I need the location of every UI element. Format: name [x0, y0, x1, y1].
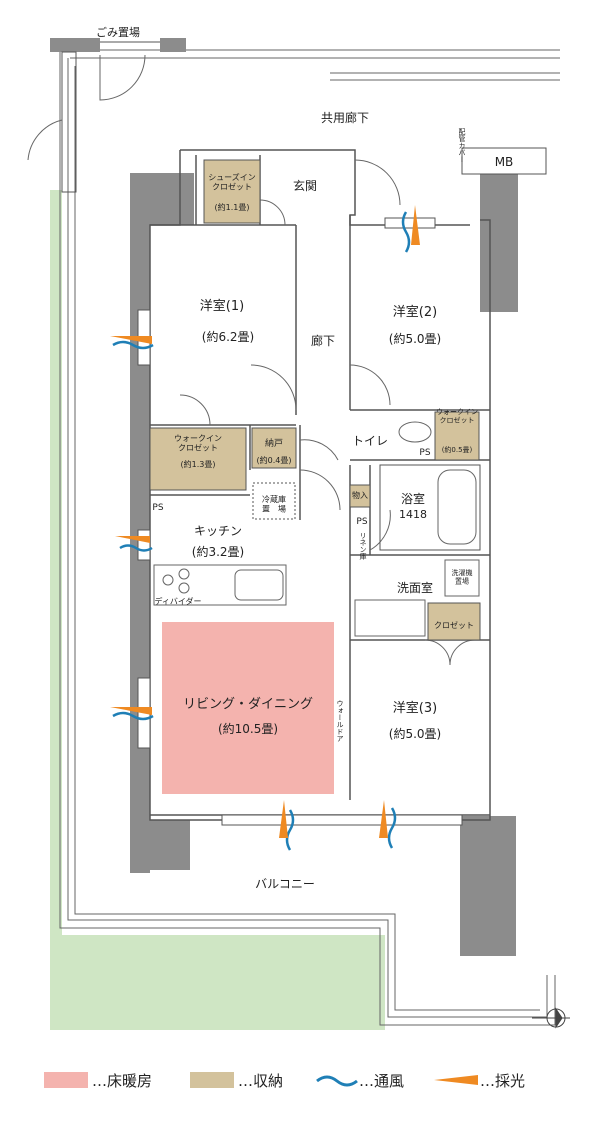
garbage-area [27, 38, 186, 193]
storage-label: 納戸 [265, 437, 283, 449]
garbage-label: ごみ置場 [96, 25, 140, 39]
walkin2-label: ウォークインクロゼット [436, 408, 478, 424]
kitchen-size: (約3.2畳) [192, 544, 244, 559]
legend-ventilation: …通風 [315, 1070, 404, 1090]
wave-icon [316, 1075, 358, 1087]
storage-size: (約0.4畳) [257, 455, 292, 465]
room2-label: 洋室(2) [393, 304, 437, 320]
fridge-space [252, 482, 296, 520]
toilet-label: トイレ [352, 434, 388, 448]
shoes-closet-label: シューズインクロゼット [208, 172, 256, 192]
mb-label: MB [495, 155, 514, 169]
divider-label: ディバイダー [154, 596, 201, 606]
wash-fixtures [354, 559, 480, 637]
floor-plan: MB [27, 25, 570, 1030]
legend-label: …通風 [359, 1071, 405, 1090]
living-label: リビング・ダイニング [183, 697, 313, 712]
pipe-cover-label: 配管カバー [458, 128, 466, 163]
floor-heating-swatch [44, 1072, 88, 1088]
kitchen-label: キッチン [194, 524, 242, 538]
washer-label: 洗濯機置場 [452, 568, 473, 585]
ps-label-3: PS [419, 448, 430, 458]
toilet-fixture [398, 421, 432, 443]
legend-daylight: …採光 [432, 1070, 525, 1090]
walkin2-size: (約0.5畳) [442, 445, 473, 454]
room-labels: ごみ置場 共用廊下 配管カバー シューズインクロゼット (約1.1畳) 玄関 洋… [96, 25, 478, 891]
walkin1-size: (約1.3畳) [181, 459, 216, 469]
corridor-label: 共用廊下 [321, 110, 369, 125]
legend-label: …採光 [480, 1071, 526, 1090]
shoes-closet-size: (約1.1畳) [215, 202, 250, 212]
bath-label: 浴室 [401, 491, 425, 506]
storage-swatch [190, 1072, 234, 1088]
daylight-arrow-icon [434, 1075, 478, 1085]
ps-label-1: PS [152, 503, 163, 513]
living-size: (約10.5畳) [218, 721, 278, 736]
balcony-rails [59, 49, 560, 1026]
balcony-label: バルコニー [255, 877, 315, 891]
garden-area [50, 190, 385, 1030]
kitchen-counter [153, 564, 287, 606]
cabinet-label: 物入 [352, 490, 368, 500]
entrance-label: 玄関 [293, 178, 317, 193]
linen-label: リネン庫 [359, 532, 367, 561]
ps-label-2: PS [356, 517, 367, 527]
wall-door-label: ウォールドア [336, 700, 344, 742]
room1-size: (約6.2畳) [202, 329, 254, 344]
closet-label: クロゼット [434, 620, 474, 630]
bathtub [379, 464, 481, 551]
storage-areas [149, 159, 481, 641]
washroom-label: 洗面室 [397, 580, 433, 595]
room2-size: (約5.0畳) [389, 331, 441, 346]
legend: …床暖房 …収納 …通風 …採光 [0, 1060, 603, 1100]
exterior-walls [130, 172, 518, 956]
legend-label: …収納 [238, 1071, 284, 1090]
room3-size: (約5.0畳) [389, 726, 441, 741]
door-swings [179, 159, 476, 666]
fridge-label: 冷蔵庫置 場 [262, 494, 286, 514]
mb-box [461, 147, 547, 175]
room1-label: 洋室(1) [200, 298, 244, 314]
floor-heating-area [162, 622, 334, 794]
daylight-icons [110, 205, 420, 838]
walkin1-label: ウォークインクロゼット [174, 434, 222, 453]
hallway-label: 廊下 [311, 333, 335, 348]
legend-floor-heating: …床暖房 [44, 1070, 152, 1090]
room3-label: 洋室(3) [393, 700, 437, 716]
ventilation-icons [112, 211, 411, 851]
compass-icon [532, 1007, 570, 1029]
legend-label: …床暖房 [92, 1071, 153, 1090]
bath-size: 1418 [399, 508, 427, 521]
legend-storage: …収納 [190, 1070, 283, 1090]
